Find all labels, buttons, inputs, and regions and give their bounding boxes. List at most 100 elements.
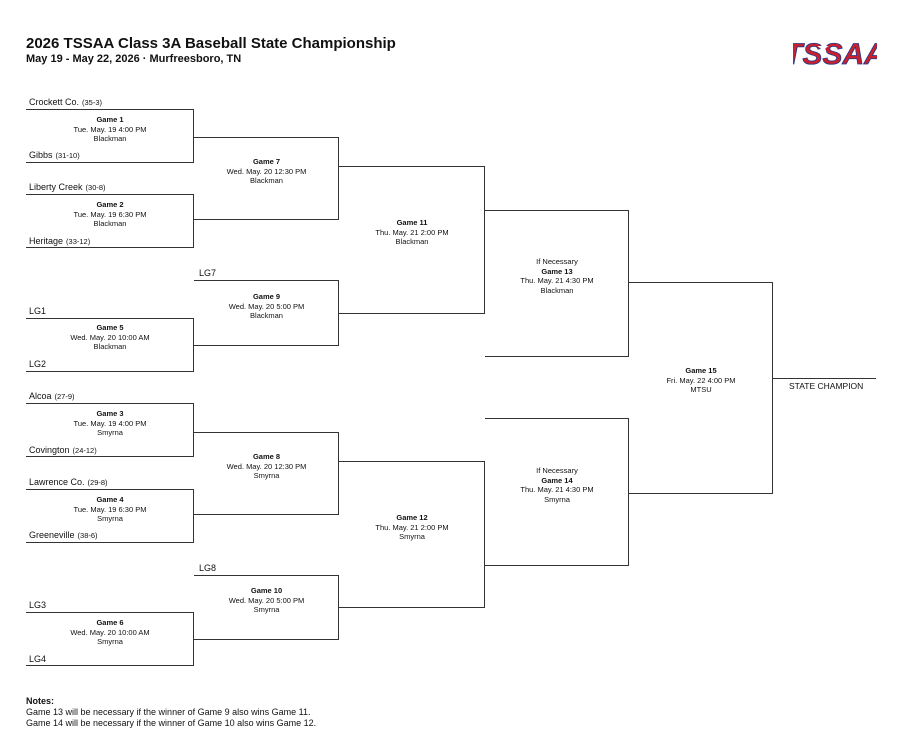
game-name: Game 8	[252, 452, 281, 461]
game-name: Game 5	[96, 323, 124, 332]
team-record: (24-12)	[72, 446, 97, 455]
game-venue: Blackman	[93, 219, 127, 228]
team-entry: LG4	[29, 654, 46, 664]
game-name: Game 2	[96, 200, 124, 209]
game-venue: Smyrna	[253, 471, 280, 480]
game-venue: Blackman	[250, 311, 283, 320]
team-name: Lawrence Co.	[29, 477, 85, 487]
team-name: LG7	[199, 268, 217, 278]
game-venue: Blackman	[93, 134, 127, 143]
game-name: Game 3	[96, 409, 124, 418]
game-venue: Blackman	[93, 342, 127, 351]
note-line: Game 14 will be necessary if the winner …	[26, 718, 317, 728]
game-name: Game 11	[396, 218, 428, 227]
team-name: Heritage	[29, 236, 64, 246]
game-venue: Smyrna	[399, 532, 425, 541]
game-name: Game 6	[96, 618, 124, 627]
game-time: Wed. May. 20 12:30 PM	[226, 461, 307, 471]
team-record: (29-8)	[87, 478, 108, 487]
team-name: Alcoa	[29, 391, 52, 401]
game-time: Wed. May. 20 5:00 PM	[228, 595, 305, 605]
game-time: Fri. May. 22 4:00 PM	[666, 375, 736, 385]
team-name: LG4	[29, 654, 47, 664]
tssaa-logo: TSSAA	[793, 38, 877, 71]
game-time: Thu. May. 21 4:30 PM	[520, 485, 594, 494]
team-record: (35-3)	[82, 98, 103, 107]
team-entry: Alcoa(27-9)	[29, 391, 75, 401]
notes-title: Notes:	[26, 696, 55, 706]
game-venue: MTSU	[690, 385, 712, 394]
game-name: Game 14	[541, 475, 573, 485]
logo-star-icon	[817, 42, 829, 53]
game-name: Game 9	[252, 292, 281, 301]
game-time: Thu. May. 21 2:00 PM	[375, 227, 449, 237]
team-name: Covington	[29, 445, 70, 455]
game-name: Game 15	[685, 366, 717, 375]
game-time: Tue. May. 19 4:00 PM	[73, 418, 147, 428]
team-entry: LG1	[29, 306, 46, 316]
team-entry: Greeneville(38-6)	[29, 530, 98, 540]
game-time: Wed. May. 20 12:30 PM	[226, 166, 307, 176]
game-note: If Necessary	[536, 257, 578, 266]
game-time: Wed. May. 20 5:00 PM	[228, 301, 305, 311]
game-time: Tue. May. 19 4:00 PM	[73, 124, 147, 134]
game-venue: Smyrna	[97, 428, 123, 437]
team-entry: Heritage(33-12)	[29, 236, 90, 246]
team-entry: LG7	[199, 268, 216, 278]
team-name: Crockett Co.	[29, 97, 80, 107]
game-note: If Necessary	[536, 466, 578, 475]
team-entry: Liberty Creek(30-8)	[29, 182, 106, 192]
game-time: Tue. May. 19 6:30 PM	[73, 504, 147, 514]
game-venue: Blackman	[395, 237, 429, 246]
game-venue: Blackman	[250, 176, 283, 185]
team-entry: Gibbs(31-10)	[29, 150, 80, 160]
team-name: LG1	[29, 306, 47, 316]
game-name: Game 7	[252, 157, 281, 166]
game-venue: Smyrna	[253, 605, 280, 614]
game-name: Game 4	[96, 495, 124, 504]
team-record: (38-6)	[77, 531, 98, 540]
team-name: LG8	[199, 563, 217, 573]
team-entry: LG2	[29, 359, 46, 369]
page-subtitle: May 19 - May 22, 2026 · Murfreesboro, TN	[26, 53, 242, 65]
game-time: Thu. May. 21 2:00 PM	[375, 522, 449, 532]
game-name: Game 1	[96, 115, 124, 124]
game-name: Game 10	[250, 586, 283, 595]
game-time: Wed. May. 20 10:00 AM	[70, 332, 150, 342]
logo-text: TSSAA	[793, 38, 877, 71]
notes-section: Notes: Game 13 will be necessary if the …	[26, 696, 316, 729]
state-champion-label: STATE CHAMPION	[789, 381, 864, 391]
game-time: Wed. May. 20 10:00 AM	[70, 627, 150, 637]
team-entry: Crockett Co.(35-3)	[29, 97, 102, 107]
game-venue: Smyrna	[97, 514, 123, 523]
team-name: LG3	[29, 600, 47, 610]
team-record: (27-9)	[54, 392, 75, 401]
game-venue: Blackman	[540, 285, 574, 295]
game-venue: Smyrna	[97, 637, 123, 646]
team-record: (33-12)	[66, 237, 91, 246]
game-venue: Smyrna	[544, 494, 570, 504]
game-time: Tue. May. 19 6:30 PM	[73, 209, 147, 219]
team-name: Liberty Creek	[29, 182, 83, 192]
game-name: Game 12	[396, 513, 428, 522]
team-entry: LG8	[199, 563, 216, 573]
team-name: Greeneville	[29, 530, 75, 540]
game-time: Thu. May. 21 4:30 PM	[520, 276, 594, 285]
team-entry: Covington(24-12)	[29, 445, 97, 455]
game-name: Game 13	[541, 266, 573, 276]
page-title: 2026 TSSAA Class 3A Baseball State Champ…	[26, 35, 396, 52]
